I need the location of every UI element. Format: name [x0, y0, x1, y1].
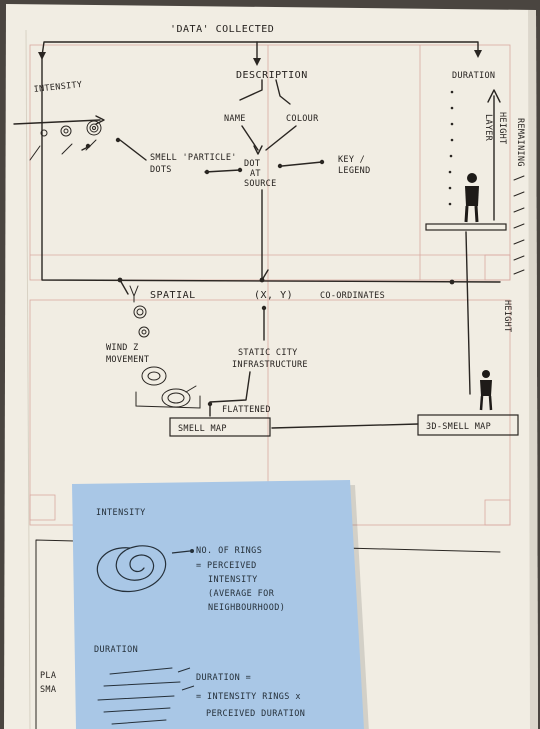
- particle-dot: [237, 167, 243, 173]
- note-duration-text: PERCEIVED DURATION: [206, 709, 305, 719]
- key-legend-label: LEGEND: [338, 166, 371, 176]
- wind-label: MOVEMENT: [106, 355, 149, 365]
- particle-dot: [204, 169, 210, 175]
- smell-map-3d-box: [417, 414, 519, 436]
- arrow-head-icon: [487, 89, 501, 103]
- person-figure-icon: [479, 370, 493, 411]
- layer-vertical: LAYER: [483, 114, 493, 142]
- data-collected-title: 'DATA' COLLECTED: [170, 24, 274, 35]
- flattened-label: FLATTENED: [222, 405, 271, 415]
- junction-dot: [207, 401, 213, 407]
- dot-source-label: SOURCE: [244, 179, 277, 189]
- note-duration-text: = INTENSITY RINGS x: [196, 692, 301, 702]
- sticky-note: INTENSITY NO. OF RINGS = PERCEIVED INTEN…: [72, 480, 369, 729]
- note-rings-text: INTENSITY: [208, 575, 258, 585]
- note-duration-title: DURATION: [94, 645, 138, 655]
- colour-label: COLOUR: [286, 114, 319, 124]
- layer-drop-line: [465, 231, 471, 395]
- colour-branch: [275, 79, 291, 105]
- wind-label: WIND Z: [106, 343, 139, 353]
- remaining-vertical: REMAINING: [515, 118, 525, 167]
- dots-connector: [204, 169, 241, 173]
- smell-map-3d-label: 3D-SMELL MAP: [426, 422, 491, 432]
- ring-trails: [29, 139, 97, 161]
- spatial-label: SPATIAL: [150, 290, 196, 301]
- junction-dot: [449, 279, 455, 285]
- arrow-head-icon: [38, 52, 46, 60]
- wind-swirl-icon: [135, 366, 201, 409]
- static-city-label: STATIC CITY: [238, 348, 298, 358]
- remaining-ticks: [513, 175, 525, 275]
- duration-label: DURATION: [452, 71, 495, 81]
- note-intensity-title: INTENSITY: [96, 508, 146, 518]
- coordinates-label: CO-ORDINATES: [320, 291, 385, 301]
- junction-ticks: [119, 269, 269, 295]
- particle-dot: [277, 163, 283, 169]
- platform-layer: [425, 223, 507, 231]
- note-rings-text: NEIGHBOURHOOD): [208, 603, 285, 613]
- particle-dot: [115, 137, 121, 143]
- duration-layers-icon: [97, 667, 195, 725]
- dot-source-label: DOT: [244, 159, 260, 169]
- smell-map-label: SMELL MAP: [178, 424, 227, 434]
- converging-branches: [241, 125, 297, 151]
- duration-dots: [448, 90, 454, 206]
- particle-dot: [85, 143, 91, 149]
- page-edge-shadow: [528, 10, 538, 729]
- smell-particle-label: DOTS: [150, 165, 172, 175]
- static-city-label: INFRASTRUCTURE: [232, 360, 308, 370]
- description-label: DESCRIPTION: [236, 70, 308, 81]
- note-rings-text: = PERCEIVED: [196, 561, 257, 571]
- smell-particle-label: SMELL 'PARTICLE': [150, 153, 237, 163]
- spatial-baseline: [41, 57, 501, 283]
- note-rings-text: NO. OF RINGS: [196, 546, 262, 556]
- particle-connector: [119, 139, 147, 161]
- person-figure-icon: [464, 173, 479, 223]
- partial-label: SMA: [40, 685, 56, 695]
- key-legend-label: KEY /: [338, 155, 365, 165]
- map-connector: [271, 423, 419, 429]
- particle-dot: [319, 159, 325, 165]
- name-label: NAME: [224, 114, 246, 124]
- name-branch: [239, 79, 263, 101]
- intensity-spiral-icon: [96, 545, 194, 593]
- height-vertical: HEIGHT: [497, 112, 507, 145]
- wind-rings-icon: [129, 285, 150, 338]
- smell-map-box: [169, 417, 271, 437]
- partial-label: PLA: [40, 671, 56, 681]
- height-right-label: HEIGHT: [502, 300, 512, 333]
- key-connector: [281, 161, 323, 167]
- junction-dot: [261, 305, 267, 311]
- note-rings-text: (AVERAGE FOR: [208, 589, 275, 599]
- arrow-head-icon: [253, 145, 263, 155]
- note-duration-text: DURATION =: [196, 673, 251, 683]
- intensity-rings-icon: [40, 120, 102, 137]
- infrastructure-connector: [209, 371, 251, 417]
- top-bracket-line: [41, 41, 479, 57]
- dot-source-label: AT: [250, 169, 261, 179]
- page-margin-line: [25, 29, 31, 729]
- xy-label: (X, Y): [254, 290, 293, 301]
- arrow-head-icon: [253, 58, 261, 66]
- arrow-head-icon: [474, 50, 482, 58]
- intensity-arrow-line: [13, 119, 101, 125]
